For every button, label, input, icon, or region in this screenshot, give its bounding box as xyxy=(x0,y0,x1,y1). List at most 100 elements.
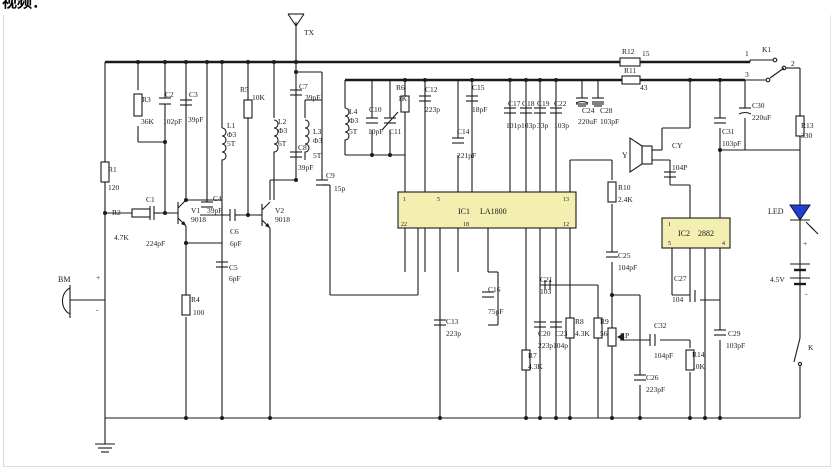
transistor-v1-ref: V1 xyxy=(191,206,200,215)
capacitor-c16-ref: C16 xyxy=(488,285,501,294)
capacitor-c3-ref: C3 xyxy=(189,90,198,99)
resistor-r13-ref: R13 xyxy=(801,121,814,130)
capacitor-c13-value: 223p xyxy=(446,329,461,338)
capacitor-c17-ref: C17 xyxy=(508,99,521,108)
page-heading: 视频： xyxy=(2,0,48,11)
capacitor-c5-ref: C5 xyxy=(229,263,238,272)
resistor-r1-ref: R1 xyxy=(108,165,117,174)
microphone-symbol xyxy=(61,285,71,318)
mic-minus-label: - xyxy=(96,305,99,314)
capacitor-c12-ref: C12 xyxy=(425,85,438,94)
key-k-label: K xyxy=(808,343,814,352)
capacitor-c22-ref: C22 xyxy=(554,99,567,108)
transistor-v1-symbol xyxy=(177,199,187,227)
ground-symbol xyxy=(95,418,115,453)
capacitor-cy-ref: CY xyxy=(672,141,683,150)
inductor-l1-ref: L1 xyxy=(227,121,236,130)
resistor-r10-value: 2.4K xyxy=(618,195,633,204)
inductor-l4-value: 5T xyxy=(349,127,358,136)
resistor-r13 xyxy=(795,115,805,137)
capacitor-c26-ref: C26 xyxy=(646,373,659,382)
inductor-l2-value: 6T xyxy=(278,139,287,148)
capacitor-c17-value: 101p xyxy=(506,121,521,130)
battery-plus-label: + xyxy=(803,239,807,248)
resistor-r8-ref: R8 xyxy=(575,317,584,326)
capacitor-c5-value: 6pF xyxy=(229,274,241,283)
capacitor-c24-value: 220uF xyxy=(578,117,597,126)
capacitor-c6-ref: C6 xyxy=(230,227,239,236)
resistor-r14 xyxy=(685,349,695,371)
ic2-part-label: 2882 xyxy=(698,229,714,238)
capacitor-c29-value: 103pF xyxy=(726,341,745,350)
capacitor-c31-value: 103pF xyxy=(722,139,741,148)
capacitor-cy-value: 104P xyxy=(672,163,687,172)
capacitor-c8-ref: C8 xyxy=(298,143,307,152)
ic1-ref-label: IC1 xyxy=(458,207,470,216)
transistor-v1-part: 9018 xyxy=(191,215,206,224)
capacitor-c10-ref: C10 xyxy=(369,105,382,114)
junction-dots xyxy=(103,60,722,420)
speaker-symbol xyxy=(629,136,653,174)
ic1-part-label: LA1800 xyxy=(480,207,507,216)
capacitor-c2-value: 102pF xyxy=(163,117,182,126)
capacitor-c9-value: 15p xyxy=(334,184,346,193)
resistor-r4-value: 100 xyxy=(193,308,205,317)
switch-pos-1-label: 1 xyxy=(745,49,749,58)
switch-pos-2-label: 2 xyxy=(791,59,795,68)
capacitor-c25-value: 104pF xyxy=(618,263,637,272)
capacitor-c24-ref: C24 xyxy=(582,106,595,115)
led-symbol xyxy=(789,204,819,235)
ic1-pin-5: 5 xyxy=(437,197,440,203)
capacitor-c21-ref: C21 xyxy=(540,275,553,284)
capacitor-c9-ref: C9 xyxy=(326,171,335,180)
capacitor-c19-ref: C19 xyxy=(537,99,550,108)
capacitor-c7-ref: C7 xyxy=(299,82,308,91)
capacitor-c15-value: 18pF xyxy=(472,105,487,114)
capacitor-c23-value: 104p xyxy=(553,341,568,350)
resistor-r6-ref: R6 xyxy=(396,83,405,92)
resistor-r2 xyxy=(131,208,151,218)
c24-ground-symbol xyxy=(576,103,604,107)
capacitor-c14-value: 221pF xyxy=(457,151,476,160)
switch-k1-label: K1 xyxy=(762,45,771,54)
resistor-r13-value: 330 xyxy=(801,131,813,140)
switch-k1-symbol xyxy=(765,57,787,83)
resistor-r6 xyxy=(400,95,410,113)
potentiometer-rp-symbol xyxy=(607,327,624,347)
capacitor-plates xyxy=(149,80,752,381)
ic1-pin-1: 1 xyxy=(403,197,406,203)
antenna-label: TX xyxy=(304,28,315,37)
resistor-r2-ref: R2 xyxy=(112,208,121,217)
led-label: LED xyxy=(768,207,784,216)
capacitor-c22-value: 103p xyxy=(554,121,569,130)
capacitor-c25-ref: C25 xyxy=(618,251,631,260)
capacitor-c3-value: 39pF xyxy=(188,115,203,124)
capacitor-c10-value: 10pF xyxy=(368,127,383,136)
switch-pos-3-label: 3 xyxy=(745,70,749,79)
resistor-r1 xyxy=(100,161,110,183)
capacitor-c4-value: 39pF xyxy=(207,206,222,215)
resistor-r8 xyxy=(565,317,575,339)
inductor-l3-value: 5T xyxy=(313,151,322,160)
ic2-ref-label: IC2 xyxy=(678,229,690,238)
capacitor-c6-value: 6pF xyxy=(230,239,242,248)
capacitor-c32-value: 104pF xyxy=(654,351,673,360)
capacitor-c30-value: 220uF xyxy=(752,113,771,122)
capacitor-c11-ref: C11 xyxy=(389,127,401,136)
capacitor-c8-value: 39pF xyxy=(298,163,313,172)
potentiometer-rp-label: RP xyxy=(620,331,629,340)
resistor-r5-value: 10K xyxy=(252,93,266,102)
resistor-r12-value: 15 xyxy=(642,49,650,58)
resistor-r9-value: 560 xyxy=(600,329,612,338)
key-k-symbol xyxy=(793,337,804,367)
battery-symbol xyxy=(790,263,810,286)
inductor-l3-core: Φ3 xyxy=(313,136,322,145)
resistor-r3-value: 36K xyxy=(141,117,155,126)
transistor-v2-part: 9018 xyxy=(275,215,290,224)
capacitor-c30-ref: C30 xyxy=(752,101,765,110)
ic2-pin-1: 1 xyxy=(668,222,671,228)
resistor-r8-value: 4.3K xyxy=(575,329,590,338)
inductor-l3-ref: L3 xyxy=(313,127,322,136)
inductor-l1-symbol xyxy=(221,127,227,162)
